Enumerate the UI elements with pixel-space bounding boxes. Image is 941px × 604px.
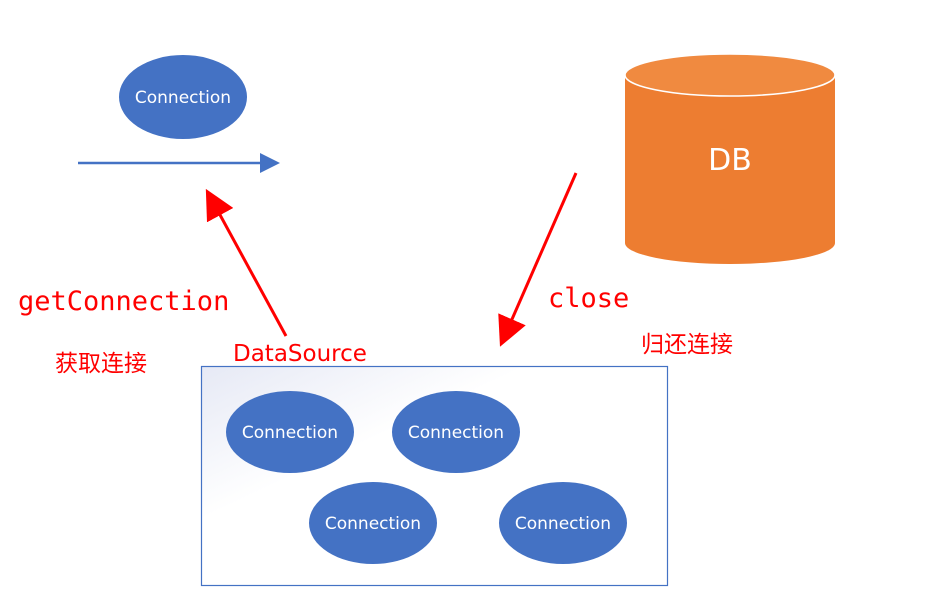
db-label: DB [708, 143, 752, 178]
get-connection-method-label: getConnection [18, 286, 229, 317]
pool-connection-label: Connection [515, 514, 611, 534]
pool-connection-label: Connection [408, 423, 504, 443]
pool-connection-3: Connection [309, 482, 437, 564]
pool-connection-label: Connection [325, 514, 421, 534]
top-connection-node: Connection [119, 55, 247, 139]
datasource-label: DataSource [233, 341, 367, 367]
close-caption: 归还连接 [641, 332, 733, 358]
pool-connection-1: Connection [226, 391, 354, 473]
pool-connection-4: Connection [499, 482, 627, 564]
close-arrow [498, 172, 578, 347]
get-connection-arrow [205, 188, 288, 337]
top-connection-label: Connection [135, 88, 231, 108]
pool-connection-label: Connection [242, 423, 338, 443]
get-connection-caption: 获取连接 [55, 351, 147, 377]
pool-connection-2: Connection [392, 391, 520, 473]
db-cylinder: DB [624, 53, 836, 264]
close-method-label: close [548, 283, 629, 314]
datasource-pool: Connection Connection Connection Connect… [200, 365, 669, 587]
